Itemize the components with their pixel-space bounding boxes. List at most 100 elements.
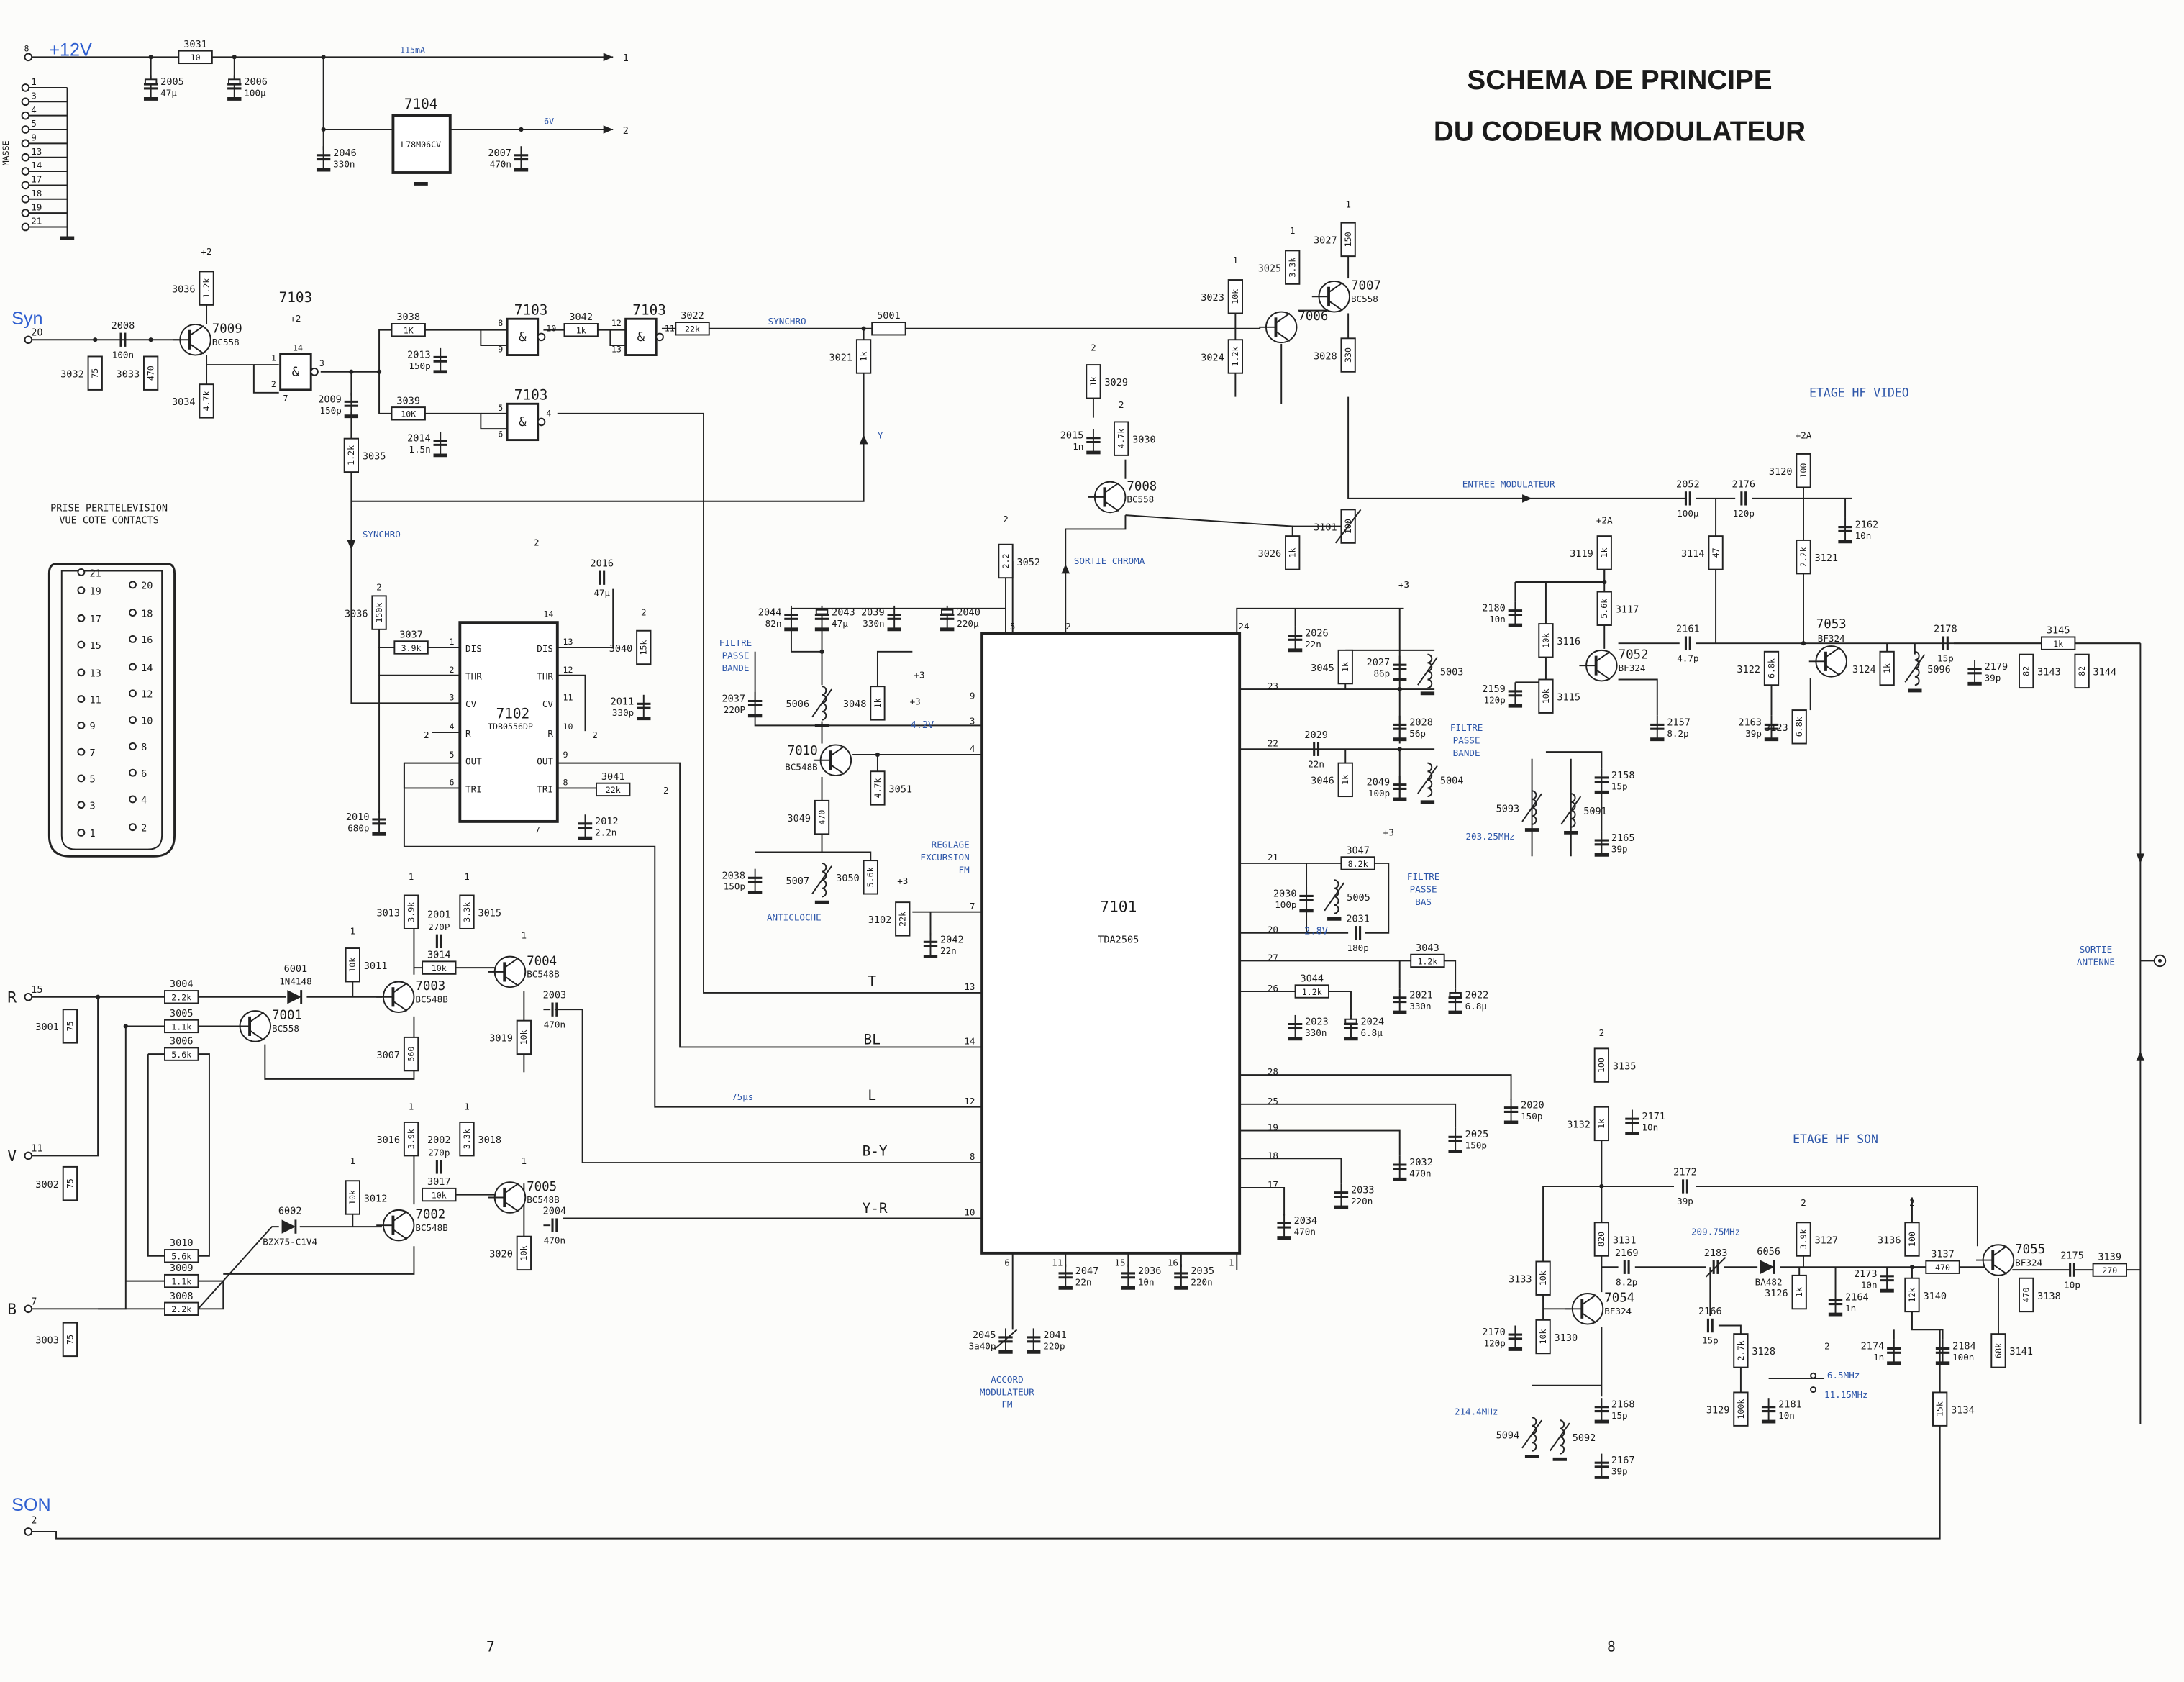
terminal-icon: [21, 209, 30, 217]
component-value: 56p: [1409, 728, 1426, 739]
diode-icon: [287, 990, 301, 1004]
component-ref: 7055: [2015, 1242, 2045, 1257]
component-ref: 3122: [1737, 664, 1760, 676]
resistor-body: [814, 799, 830, 835]
text-label: ETAGE HF VIDEO: [1809, 386, 1909, 400]
component-ref: 3042: [569, 312, 593, 323]
component-value: 220n: [1191, 1276, 1212, 1287]
component-ref: 3050: [836, 873, 860, 884]
supply-rail-label: +2: [290, 313, 301, 324]
wire: [1125, 514, 1293, 537]
component-ref: 3029: [1104, 377, 1128, 388]
scart-pin-label: 3: [89, 800, 95, 812]
component-ref: 7053: [1816, 617, 1847, 632]
transistor-model: BC548B: [785, 761, 817, 772]
component-value: 150p: [320, 405, 342, 416]
component-ref: 2173: [1854, 1268, 1878, 1280]
transistor-collector: [829, 745, 845, 757]
resistor-body: [1796, 453, 1811, 488]
supply-rail-label: 1: [1345, 199, 1351, 209]
component-value: 10n: [1138, 1276, 1155, 1287]
wire: [378, 371, 393, 414]
component-value: 10k: [1538, 1329, 1548, 1345]
component-value: 3.9k: [406, 902, 416, 922]
text-label: +12V: [49, 40, 92, 60]
scart-pin: [129, 635, 137, 643]
resistor-body: [1596, 591, 1612, 626]
resistor-body: [199, 383, 214, 419]
scart-pin-label: 14: [141, 663, 153, 674]
resistor-body: [1925, 1260, 1960, 1274]
scart-pin: [129, 768, 137, 777]
text-label: 8: [24, 44, 29, 54]
transistor-model: BC558: [212, 337, 240, 347]
component-value: 1K: [404, 326, 414, 336]
resistor-body: [343, 437, 359, 473]
resistor-body: [1596, 535, 1612, 570]
pin-number: 3: [319, 358, 324, 368]
component-ref: 7052: [1619, 647, 1649, 662]
ic-model: TDB0556DP: [488, 722, 533, 732]
component-ref: 3123: [1765, 722, 1788, 734]
text-label: MODULATEUR: [980, 1386, 1034, 1397]
pin-number: 14: [293, 343, 303, 353]
pin-number: 2: [271, 379, 276, 389]
pin-number: 12: [563, 665, 573, 675]
scart-pin-label: 19: [89, 586, 101, 597]
transistor-model: BC548B: [527, 1194, 559, 1205]
adjust-arrow-icon: [1334, 509, 1362, 544]
gate-ref: 7103: [514, 386, 548, 403]
scart-pin-label: 13: [89, 668, 101, 680]
resistor-body: [1791, 709, 1807, 745]
electrolytic-mark: [144, 78, 158, 85]
text-label: ANTICLOCHE: [767, 912, 822, 922]
component-value: 10k: [519, 1245, 529, 1260]
component-value: 75: [65, 1335, 75, 1345]
component-5001: 5001: [871, 310, 906, 336]
component-value: 22k: [685, 324, 700, 335]
component-7006: 7006: [1259, 309, 1328, 344]
pin-function: CV: [542, 699, 554, 709]
resistor-body: [2019, 1277, 2034, 1313]
terminal-icon: [21, 97, 30, 106]
component-ref: 3126: [1765, 1288, 1788, 1299]
component-value: 39p: [1985, 672, 2001, 683]
component-ref: 2025: [1465, 1129, 1489, 1140]
component-ref: 2157: [1667, 717, 1691, 728]
wires: [21, 53, 2156, 1540]
component-ref: 2042: [940, 934, 964, 945]
component-value: 1n: [1073, 441, 1083, 452]
component-value: 15k: [639, 640, 649, 655]
resistor-body: [164, 1273, 199, 1288]
component-ref: 2009: [318, 394, 342, 405]
text-label: SORTIE CHROMA: [1074, 555, 1145, 566]
transistor-emitter: [249, 1029, 264, 1041]
terminal-icon: [24, 335, 33, 345]
component-value: 10k: [519, 1029, 529, 1045]
component-ref: 5092: [1573, 1432, 1596, 1444]
wire: [557, 762, 983, 1048]
wire: [147, 1054, 165, 1257]
supply-rail-label: 2: [641, 606, 647, 617]
